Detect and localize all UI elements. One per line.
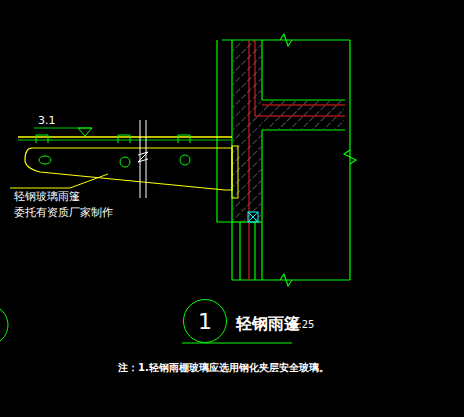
concrete-hatch bbox=[262, 101, 344, 129]
concrete-hatch bbox=[233, 41, 261, 221]
beam-hole bbox=[39, 155, 190, 167]
steel-beam bbox=[25, 148, 232, 190]
part-note: 委托有资质厂家制作 bbox=[14, 207, 113, 219]
detail-circle: 1 bbox=[183, 299, 227, 343]
anchor-symbol bbox=[248, 212, 258, 222]
break-line bbox=[138, 120, 148, 198]
wall-outline bbox=[217, 34, 356, 286]
leader-line bbox=[70, 174, 108, 188]
elevation-mark bbox=[78, 128, 92, 136]
embed-plate bbox=[232, 146, 238, 198]
title-underline bbox=[182, 343, 292, 344]
elevation-value: 3.1 bbox=[38, 115, 56, 127]
glass-clamp bbox=[36, 135, 190, 143]
detail-number: 1 bbox=[198, 309, 212, 334]
glass-panel bbox=[18, 136, 232, 138]
partial-circle bbox=[0, 305, 8, 345]
note: 注：1.轻钢雨棚玻璃应选用钢化夹层安全玻璃。 bbox=[118, 362, 329, 373]
scale: 1:25 bbox=[292, 319, 314, 330]
leader-line bbox=[10, 188, 70, 189]
rebar bbox=[249, 40, 345, 280]
part-name: 轻钢玻璃雨篷 bbox=[14, 191, 80, 203]
detail-title: 轻钢雨篷 bbox=[236, 315, 300, 333]
